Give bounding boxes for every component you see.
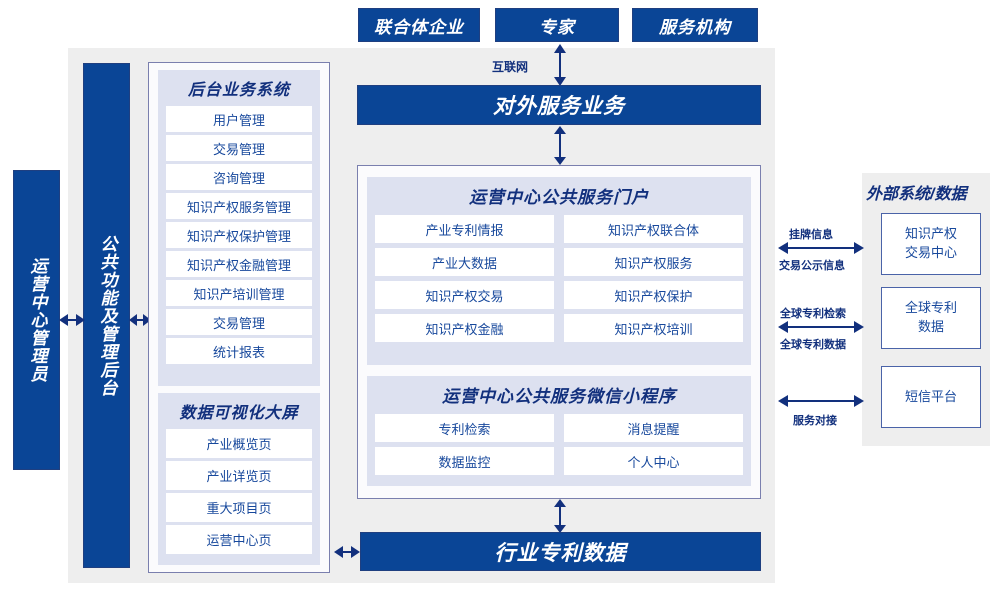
portal-item[interactable]: 产业大数据 xyxy=(375,248,554,276)
arrow-service-to-portal xyxy=(550,126,570,165)
arrow-external-ip-trading xyxy=(778,238,864,258)
backend-item[interactable]: 用户管理 xyxy=(166,106,312,132)
backend-item[interactable]: 咨询管理 xyxy=(166,164,312,190)
arrow-internet xyxy=(550,44,570,86)
backend-item[interactable]: 统计报表 xyxy=(166,338,312,364)
column-common-functions-backend[interactable]: 公共功能及管理后台 xyxy=(83,63,130,568)
arrow-admin-to-backend xyxy=(59,310,85,330)
connector-label-trade-disclosure: 交易公示信息 xyxy=(779,260,845,272)
data-visualization-title: 数据可视化大屏 xyxy=(179,405,299,422)
backend-item[interactable]: 知识产培训管理 xyxy=(166,280,312,306)
miniprogram-item[interactable]: 数据监控 xyxy=(375,447,554,475)
connector-label-global-patent-search: 全球专利检索 xyxy=(780,308,846,320)
backend-item[interactable]: 知识产权金融管理 xyxy=(166,251,312,277)
portal-item[interactable]: 知识产权交易 xyxy=(375,281,554,309)
arrow-external-sms xyxy=(778,391,864,411)
external-box-global-patent-data[interactable]: 全球专利 数据 xyxy=(881,287,981,349)
visualization-item[interactable]: 运营中心页 xyxy=(166,525,312,554)
connector-label-listing-info: 挂牌信息 xyxy=(789,229,833,241)
portal-item[interactable]: 知识产权培训 xyxy=(564,314,743,342)
connector-label-global-patent-data: 全球专利数据 xyxy=(780,339,846,351)
portal-item[interactable]: 知识产权服务 xyxy=(564,248,743,276)
industry-patent-data-bar[interactable]: 行业专利数据 xyxy=(360,532,761,571)
external-box-sms-platform[interactable]: 短信平台 xyxy=(881,366,981,428)
visualization-item[interactable]: 重大项目页 xyxy=(166,493,312,522)
arrow-backend-to-industry-data xyxy=(334,542,360,562)
connector-label-service-docking: 服务对接 xyxy=(793,415,837,427)
miniprogram-item[interactable]: 个人中心 xyxy=(564,447,743,475)
arrow-backend-to-systems xyxy=(129,310,151,330)
backend-item[interactable]: 交易管理 xyxy=(166,309,312,335)
data-visualization-group: 数据可视化大屏 产业概览页 产业详览页 重大项目页 运营中心页 xyxy=(158,393,320,565)
column-operation-center-admin[interactable]: 运营中心管理员 xyxy=(13,170,60,470)
external-service-bar[interactable]: 对外服务业务 xyxy=(357,85,761,125)
backend-item[interactable]: 交易管理 xyxy=(166,135,312,161)
backend-business-system-group: 后台业务系统 用户管理 交易管理 咨询管理 知识产权服务管理 知识产权保护管理 … xyxy=(158,70,320,386)
actor-box-expert[interactable]: 专家 xyxy=(495,8,619,42)
actor-box-consortium[interactable]: 联合体企业 xyxy=(358,8,480,42)
external-systems-title: 外部系统/数据 xyxy=(866,186,967,203)
backend-item[interactable]: 知识产权服务管理 xyxy=(166,193,312,219)
backend-item[interactable]: 知识产权保护管理 xyxy=(166,222,312,248)
portal-item[interactable]: 知识产权保护 xyxy=(564,281,743,309)
visualization-item[interactable]: 产业详览页 xyxy=(166,461,312,490)
wechat-miniprogram-title: 运营中心公共服务微信小程序 xyxy=(442,387,676,406)
arrow-external-global-patent xyxy=(778,317,864,337)
miniprogram-item[interactable]: 专利检索 xyxy=(375,414,554,442)
portal-item[interactable]: 知识产权金融 xyxy=(375,314,554,342)
visualization-item[interactable]: 产业概览页 xyxy=(166,429,312,458)
public-service-portal-group: 运营中心公共服务门户 产业专利情报 知识产权联合体 产业大数据 知识产权服务 知… xyxy=(367,177,751,365)
wechat-miniprogram-group: 运营中心公共服务微信小程序 专利检索 消息提醒 数据监控 个人中心 xyxy=(367,376,751,486)
connector-label-internet: 互联网 xyxy=(492,60,529,74)
portal-item[interactable]: 产业专利情报 xyxy=(375,215,554,243)
backend-business-system-title: 后台业务系统 xyxy=(187,82,290,99)
arrow-portal-to-industry-data xyxy=(550,499,570,533)
portal-item[interactable]: 知识产权联合体 xyxy=(564,215,743,243)
external-box-ip-trading-center[interactable]: 知识产权 交易中心 xyxy=(881,213,981,275)
miniprogram-item[interactable]: 消息提醒 xyxy=(564,414,743,442)
actor-box-service-org[interactable]: 服务机构 xyxy=(632,8,758,42)
public-service-portal-title: 运营中心公共服务门户 xyxy=(469,188,649,207)
